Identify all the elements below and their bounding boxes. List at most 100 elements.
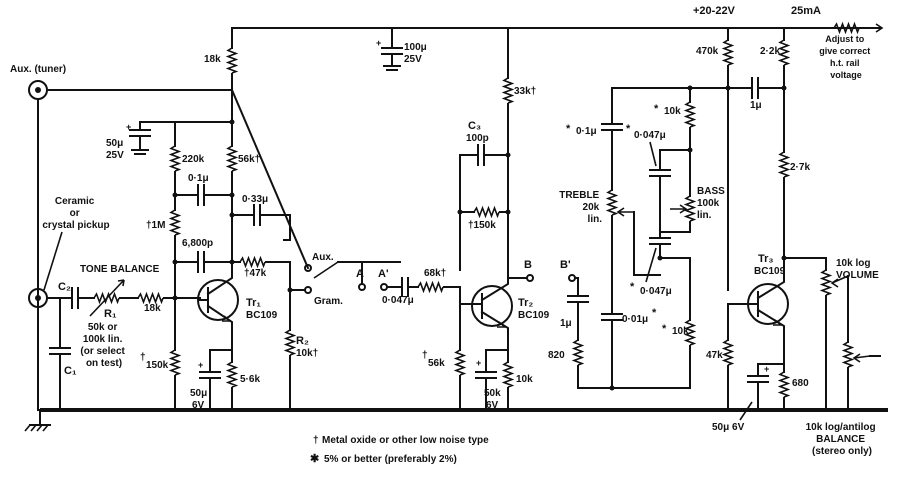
junction-5 [172,259,178,265]
note-dagger-symbol: † [313,435,319,446]
label-100p: 100p [466,133,489,144]
label-10k-1: 10k† [296,348,318,359]
junction-7 [172,295,178,301]
label-2k2: 2·2k [760,46,780,57]
transistor-tr3 [727,279,789,365]
label-150k-1: 150k [146,360,169,371]
junction-17 [781,85,787,91]
label-c1: C₁ [64,365,77,377]
pointer-0047u-2 [649,141,657,167]
label-50u-top: 50μ [106,138,123,149]
stage3-supply [723,27,789,291]
label-100u-v: 25V [404,54,422,65]
label-pickup: Ceramic or crystal pickup [42,196,109,231]
label-treble: TREBLE 20k lin. [559,190,602,225]
junction-12 [687,85,693,91]
label-tr2: Tr₂ [518,297,533,309]
capacitor-0047u-1 [386,277,461,305]
label-6800p: 6,800p [182,238,213,249]
junction-8 [287,287,293,293]
label-1m: †1M [146,220,165,231]
label-033u: 0·33μ [242,194,268,205]
stage1-collector [174,121,291,291]
label-switch-aux: Aux. [312,252,334,263]
label-tone-star-5: * [652,307,657,319]
label-c3: C₃ [468,120,481,132]
label-47k-2: 47k [706,350,723,361]
label-001u: 0·01μ [622,314,648,325]
junction-1 [229,119,235,125]
resistor-18k-top [227,27,237,123]
ground-symbol [24,409,51,432]
label-680: 680 [792,378,809,389]
junction-14 [657,255,663,261]
label-33k: 33k† [514,86,536,97]
label-aux-tuner: Aux. (tuner) [10,64,66,75]
stage2-bias [455,303,513,411]
label-50u-top-v: 25V [106,150,124,161]
label-10k-4: 10k [672,326,689,337]
label-150k-2: †150k [468,220,496,231]
junction-6 [229,259,235,265]
label-18k-in: 18k [144,303,161,314]
label-r2: R₂ [296,335,309,347]
note-star-symbol: ✱ [310,453,319,465]
label-tone-star-2: * [654,103,659,115]
volume-control[interactable] [783,257,849,411]
balance-control[interactable] [843,341,881,411]
junction-3 [229,192,235,198]
label-tone-star-4: * [630,281,635,293]
label-220k: 220k [182,154,205,165]
plus-100u: + [376,38,381,48]
junction-13 [687,147,693,153]
selector-switch[interactable] [230,88,401,294]
label-01u: 0·1μ [188,173,209,184]
label-5k6: 5·6k [240,374,260,385]
label-50u-1: 50μ [190,388,207,399]
label-18k-top: 18k [204,54,221,65]
node-a-prime: A' [378,268,389,280]
aux-tuner-jack[interactable] [28,80,233,411]
label-tr2-type: BC109 [518,310,550,321]
label-820: 820 [548,350,565,361]
label-bass: BASS 100k lin. [697,186,728,221]
label-470k: 470k [696,46,719,57]
label-2k7: 2·7k [790,162,810,173]
capacitor-c1 [49,297,71,411]
label-tone-star-3: * [626,123,631,135]
label-50u-3: 50μ 6V [712,422,745,433]
junction-11 [505,209,511,215]
note-tolerance: 5% or better (preferably 2%) [324,454,457,465]
label-tr1: Tr₁ [246,297,261,309]
junction-10 [457,209,463,215]
label-50u-2-v: 6V [486,400,499,411]
label-c2: C₂ [58,281,71,293]
pointer-0047u-3 [645,247,657,283]
label-tr1-type: BC109 [246,310,278,321]
label-100u: 100μ [404,42,427,53]
mark-56k-2: † [422,350,428,361]
stage1-bias [170,121,180,411]
plus-50u-2: + [476,358,481,368]
node-b: B [524,259,532,271]
label-56k-1: 56k† [238,154,260,165]
supply-voltage-label: +20-22V [693,5,736,17]
junction-9 [505,152,511,158]
label-r1: R₁ [104,308,117,320]
stage2-output [567,295,691,389]
label-50u-2: 50k [484,388,501,399]
junction-15 [609,385,615,391]
supply-adjust-resistor [819,23,884,33]
label-10k-3: 10k [664,106,681,117]
plus-50u-3: + [764,364,769,374]
label-switch-gram: Gram. [314,296,343,307]
label-r1-note: 50k or 100k lin. (or select on test) [80,322,127,369]
capacitor-100u [381,27,403,71]
junction-16 [725,85,731,91]
label-56k-2: 56k [428,358,445,369]
label-tone-star-1: * [566,123,571,135]
mark-150k-1: † [140,352,146,363]
label-68k: 68k† [424,268,446,279]
supply-adjust-note: Adjust to give correct h.t. rail voltage [819,34,873,80]
transistor-tr2 [459,279,513,351]
